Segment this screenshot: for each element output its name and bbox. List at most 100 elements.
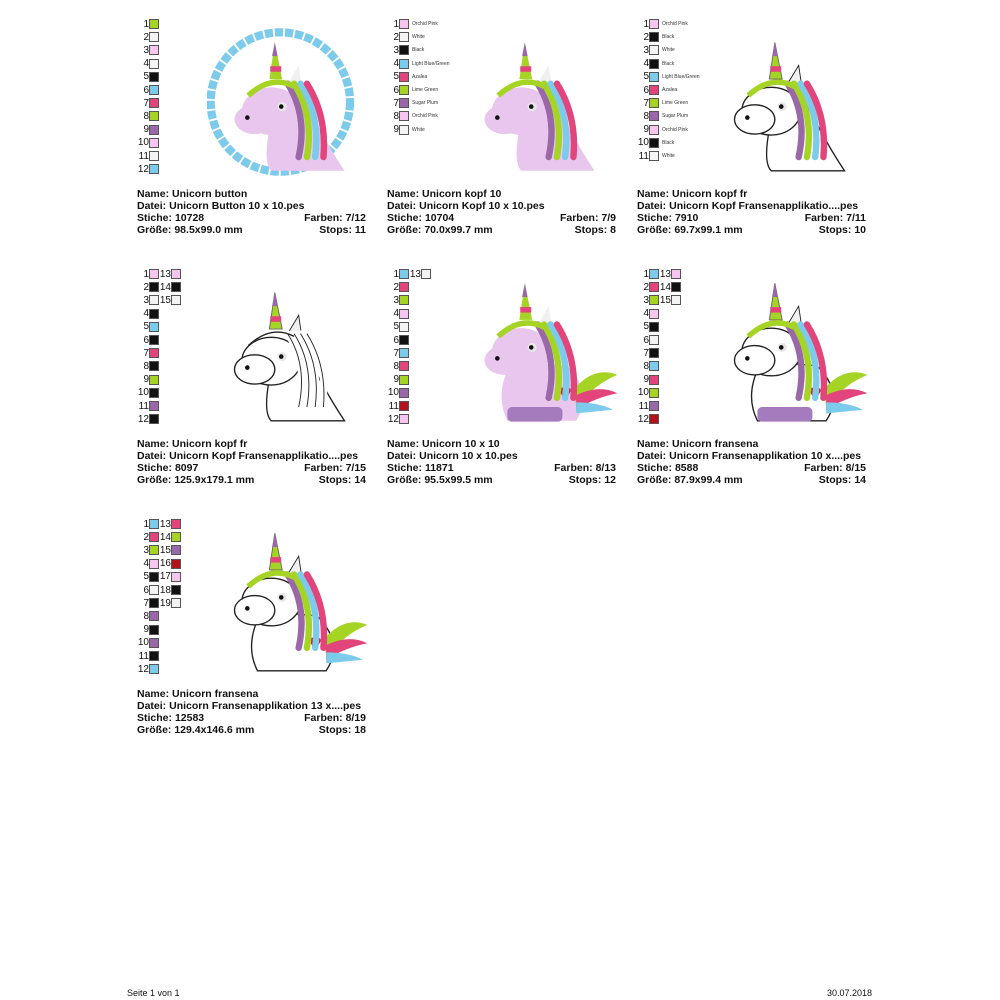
color-box	[399, 361, 409, 372]
color-index: 6	[393, 334, 399, 346]
color-box	[171, 545, 181, 556]
color-index: 14	[159, 281, 171, 293]
color-box	[671, 282, 681, 293]
color-index: 6	[643, 84, 649, 96]
color-swatch: 2	[137, 531, 159, 543]
color-index: 10	[637, 387, 649, 399]
file-value: Unicorn Kopf Fransenapplikatio....pes	[169, 450, 359, 462]
color-swatch: 7	[137, 97, 159, 109]
color-index: 15	[159, 294, 171, 306]
mane-strand	[303, 80, 328, 161]
color-box	[399, 45, 409, 56]
color-swatch: 1	[137, 268, 159, 280]
size-value: 125.9x179.1 mm	[174, 474, 255, 486]
colors-value: 7/12	[345, 212, 366, 224]
color-box	[149, 98, 159, 109]
color-index: 7	[643, 347, 649, 359]
file-value: Unicorn Button 10 x 10.pes	[169, 200, 305, 212]
color-index: 5	[643, 71, 649, 83]
color-box	[399, 374, 409, 385]
color-box	[399, 295, 409, 306]
color-swatch: 14	[159, 531, 181, 543]
color-swatch: 17	[159, 571, 181, 583]
unicorn-forelock	[746, 320, 796, 339]
stitches-value: 8588	[674, 462, 699, 474]
color-index: 4	[143, 308, 149, 320]
color-swatch: 6	[137, 334, 159, 346]
color-swatch: 1	[137, 518, 159, 530]
color-box	[399, 85, 409, 95]
mane-strand	[284, 80, 305, 161]
color-swatch: 9	[137, 374, 159, 386]
color-box	[399, 321, 409, 332]
unicorn-forelock	[246, 79, 296, 98]
color-name: Orchid Pink	[662, 126, 688, 133]
color-swatch: 4	[637, 308, 659, 320]
size-value: 69.7x99.1 mm	[674, 224, 743, 236]
color-swatch: 3	[387, 294, 409, 306]
stitches-value: 10728	[174, 212, 205, 224]
color-swatch: 10	[387, 387, 409, 399]
color-box	[149, 519, 159, 529]
color-box	[399, 348, 409, 359]
color-swatch: 11	[137, 150, 159, 162]
color-index: 1	[143, 518, 149, 530]
color-swatch: 11	[137, 650, 159, 662]
mane-strand	[297, 80, 320, 161]
color-index: 10	[137, 137, 149, 149]
color-swatch: 8	[137, 610, 159, 622]
unicorn-preview-image	[206, 18, 372, 186]
color-index: 15	[159, 544, 171, 556]
color-box	[649, 414, 659, 425]
color-index: 3	[643, 44, 649, 56]
color-box	[149, 414, 159, 425]
color-index: 12	[137, 663, 149, 675]
color-box	[149, 58, 159, 69]
color-swatch: 12	[637, 413, 659, 425]
color-box	[149, 151, 159, 161]
button-frame	[206, 28, 355, 176]
color-index: 5	[393, 321, 399, 333]
color-swatch: 15	[159, 544, 181, 556]
mane-strand	[540, 321, 563, 402]
color-swatch: 2	[637, 281, 659, 293]
color-swatch: 2	[137, 281, 159, 293]
color-swatch: 6	[387, 334, 409, 346]
color-index: 13	[159, 268, 171, 280]
color-box	[149, 664, 159, 675]
color-box	[399, 19, 409, 29]
mane-strand	[534, 80, 555, 161]
mane-strand	[803, 80, 828, 161]
color-index: 4	[643, 58, 649, 70]
color-swatch: 3	[137, 44, 159, 56]
color-swatch: 1	[387, 268, 409, 280]
unicorn-preview-image	[207, 268, 372, 436]
color-box	[649, 98, 659, 109]
color-box	[649, 348, 659, 359]
color-swatch: 3	[137, 294, 159, 306]
unicorn-tail	[324, 622, 368, 657]
mane-strand	[797, 321, 820, 402]
mane-strand	[803, 321, 828, 402]
color-swatch: 9	[637, 374, 659, 386]
color-swatch: 3	[637, 294, 659, 306]
color-index: 4	[393, 308, 399, 320]
unicorn-preview-image	[457, 18, 622, 186]
color-index: 9	[143, 374, 149, 386]
mane-strand	[290, 80, 313, 161]
color-swatch: 18	[159, 584, 181, 596]
color-swatch: 7	[137, 597, 159, 609]
color-index: 2	[643, 31, 649, 43]
color-index: 12	[137, 413, 149, 425]
size-value: 70.0x99.7 mm	[424, 224, 493, 236]
color-index: 2	[143, 531, 149, 543]
color-name: Orchid Pink	[662, 21, 688, 27]
color-index: 1	[393, 18, 399, 30]
color-swatch: 9	[137, 624, 159, 636]
color-name: Azalea	[412, 73, 428, 80]
